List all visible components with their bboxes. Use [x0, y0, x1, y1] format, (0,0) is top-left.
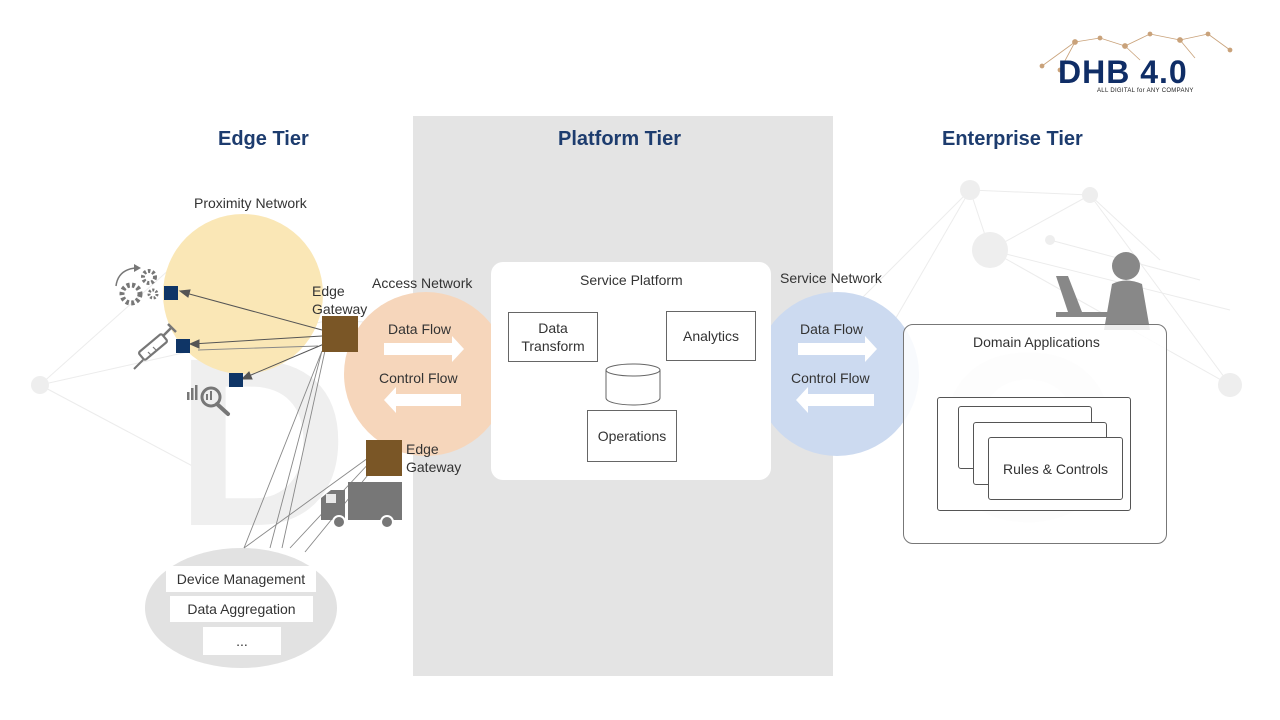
logo-network-graphic [1039, 31, 1233, 73]
service-control-flow-label: Control Flow [791, 370, 870, 386]
list-item-more: ... [203, 627, 281, 655]
person-laptop-icon [1056, 252, 1150, 330]
list-item-data-aggregation: Data Aggregation [170, 596, 313, 622]
access-data-flow-arrow [384, 336, 464, 362]
service-network-circle [755, 292, 919, 456]
domain-applications-label: Domain Applications [973, 334, 1100, 350]
database-icon [605, 363, 661, 406]
syringe-icon [133, 323, 177, 370]
edge-gateway-top-label: Edge Gateway [312, 283, 368, 317]
list-item-device-management: Device Management [166, 566, 316, 592]
enterprise-tier-title: Enterprise Tier [942, 128, 1083, 150]
device-square-1 [164, 286, 178, 300]
platform-tier-title: Platform Tier [558, 128, 681, 150]
service-platform-label: Service Platform [580, 272, 683, 288]
proximity-network-label: Proximity Network [194, 195, 307, 211]
edge-gateway-bottom-square [366, 440, 402, 476]
gears-icon [115, 264, 159, 306]
truck-icon [321, 482, 402, 529]
access-control-flow-arrow [384, 387, 461, 413]
device-square-3 [229, 373, 243, 387]
service-data-flow-label: Data Flow [800, 321, 864, 337]
edge-tier-title: Edge Tier [218, 128, 309, 150]
service-data-flow-arrow [798, 336, 877, 362]
proximity-network-circle [163, 214, 323, 374]
operations-box: Operations [587, 410, 677, 462]
edge-gateway-bottom-label: Edge Gateway [406, 441, 462, 475]
analytics-search-icon [187, 385, 230, 416]
edge-gateway-top-square [322, 316, 358, 352]
access-data-flow-label: Data Flow [388, 321, 452, 337]
logo-tagline: ALL DIGITAL for ANY COMPANY [1097, 88, 1194, 94]
analytics-box: Analytics [666, 311, 756, 361]
device-square-2 [176, 339, 190, 353]
service-network-label: Service Network [780, 270, 882, 286]
logo-wordmark: DHB 4.0 [1058, 54, 1188, 90]
access-network-label: Access Network [372, 275, 473, 291]
access-control-flow-label: Control Flow [379, 370, 458, 386]
data-transform-box: Data Transform [508, 312, 598, 362]
access-network-circle [344, 292, 508, 456]
rules-controls-box: Rules & Controls [988, 437, 1123, 500]
service-control-flow-arrow [796, 387, 874, 413]
